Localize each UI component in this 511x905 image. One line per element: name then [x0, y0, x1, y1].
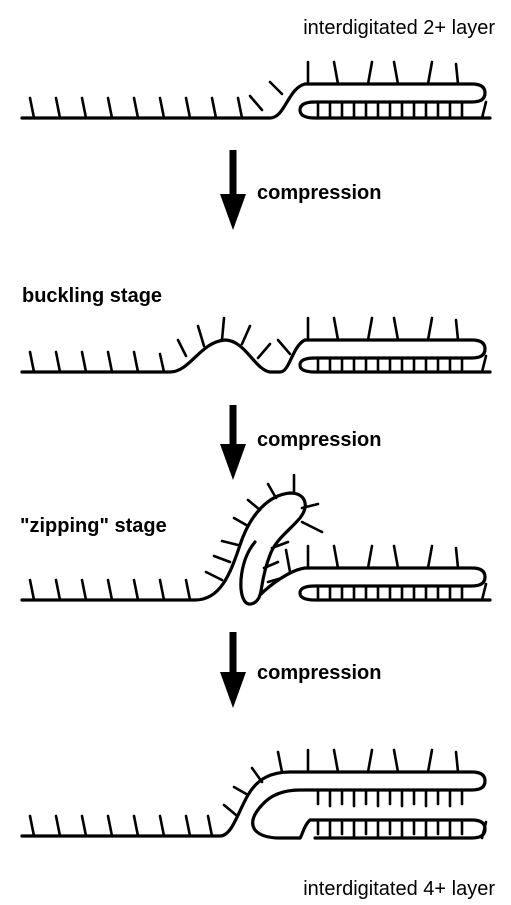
compression-arrow-1 [220, 150, 246, 230]
label-zipping-stage: "zipping" stage [20, 515, 167, 537]
compression-label-1: compression [257, 182, 381, 204]
compression-label-2: compression [257, 429, 381, 451]
stage-4-layer [22, 750, 486, 838]
compression-label-3: compression [257, 662, 381, 684]
label-interdigitated-2-layer: interdigitated 2+ layer [303, 17, 495, 39]
stage-buckling [22, 318, 490, 372]
label-interdigitated-4-layer: interdigitated 4+ layer [303, 878, 495, 900]
compression-arrow-3 [220, 632, 246, 708]
label-buckling-stage: buckling stage [22, 285, 162, 307]
stage-2-layer [22, 62, 490, 118]
compression-arrow-2 [220, 405, 246, 480]
stage-zipping [22, 475, 490, 604]
